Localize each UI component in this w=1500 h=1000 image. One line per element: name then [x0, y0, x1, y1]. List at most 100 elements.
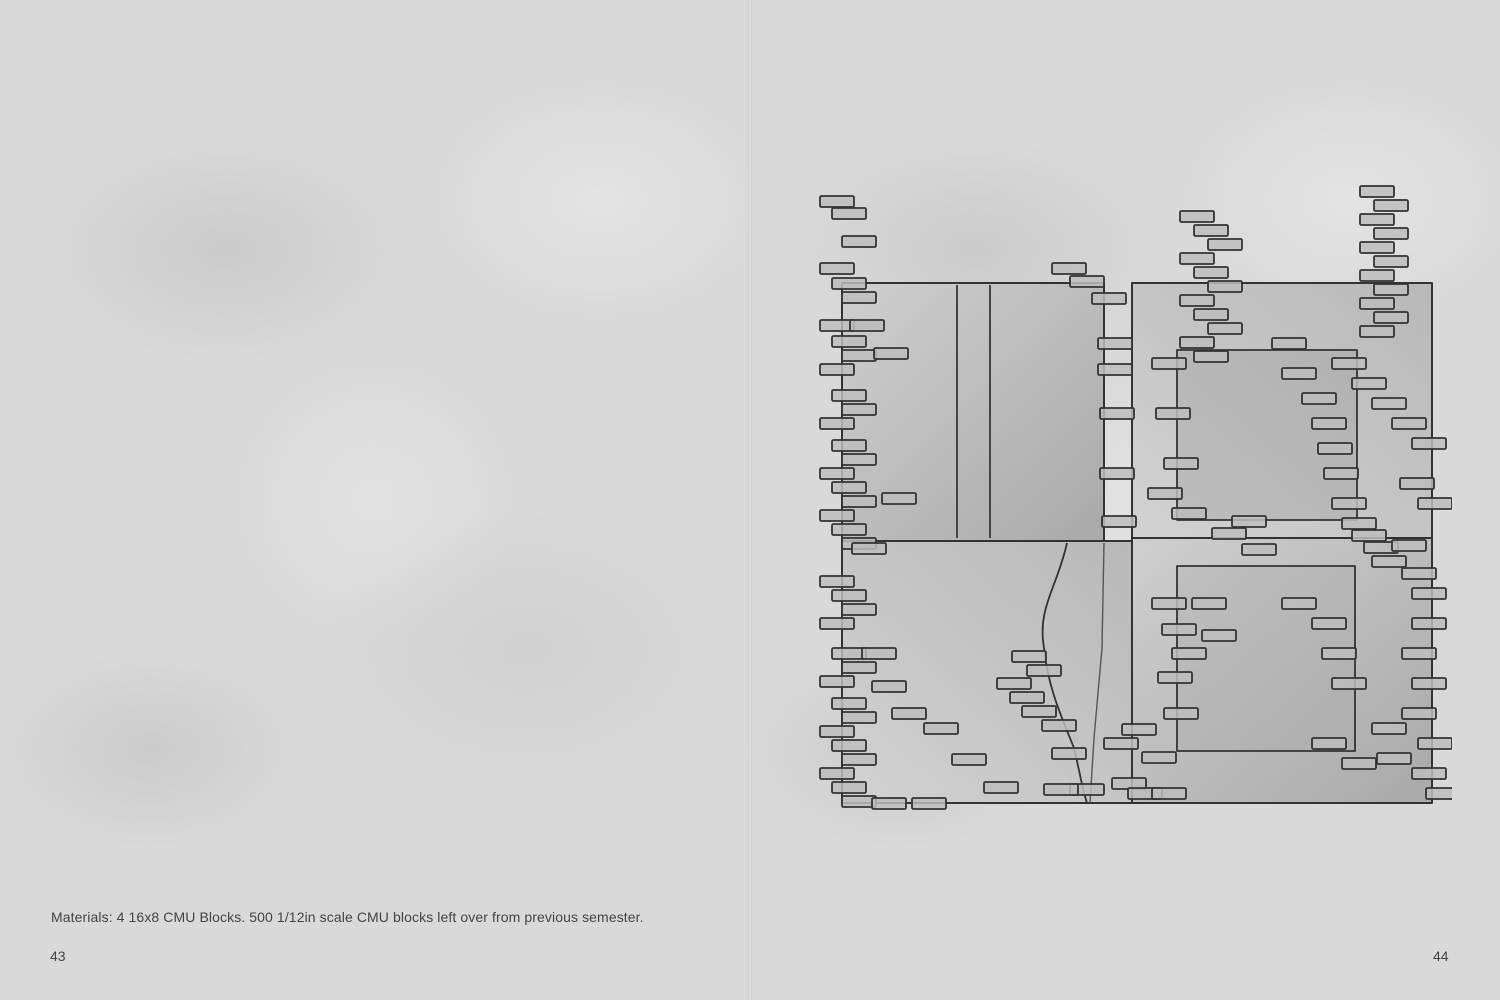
small-cmu-block [983, 781, 1019, 794]
small-cmu-block [841, 603, 877, 616]
small-cmu-block [819, 467, 855, 480]
small-cmu-block [841, 453, 877, 466]
small-cmu-block [1317, 442, 1353, 455]
small-cmu-block [841, 753, 877, 766]
small-cmu-block [1391, 417, 1427, 430]
small-cmu-block [1359, 325, 1395, 338]
small-cmu-block [819, 675, 855, 688]
small-cmu-block [1371, 397, 1407, 410]
small-cmu-block [1151, 597, 1187, 610]
small-cmu-block [841, 291, 877, 304]
small-cmu-block [1411, 587, 1447, 600]
small-cmu-block [819, 417, 855, 430]
small-cmu-block [1121, 723, 1157, 736]
small-cmu-block [831, 647, 867, 660]
right-page: 44 [750, 0, 1500, 1000]
small-cmu-block [1179, 336, 1215, 349]
crack-line [1089, 542, 1105, 804]
small-cmu-block [1331, 677, 1367, 690]
small-cmu-block [1411, 437, 1447, 450]
small-cmu-block [1193, 266, 1229, 279]
small-cmu-block [841, 495, 877, 508]
small-cmu-block [1281, 597, 1317, 610]
small-cmu-block [841, 235, 877, 248]
small-cmu-block [1193, 350, 1229, 363]
large-cmu-block [841, 540, 1133, 804]
small-cmu-block [1311, 737, 1347, 750]
small-cmu-block [1359, 185, 1395, 198]
small-cmu-block [1411, 617, 1447, 630]
small-cmu-block [1009, 691, 1045, 704]
small-cmu-block [1201, 629, 1237, 642]
small-cmu-block [841, 349, 877, 362]
small-cmu-block [841, 661, 877, 674]
small-cmu-block [819, 319, 855, 332]
small-cmu-block [831, 277, 867, 290]
small-cmu-block [819, 767, 855, 780]
small-cmu-block [1401, 707, 1437, 720]
small-cmu-block [831, 335, 867, 348]
small-cmu-block [1311, 417, 1347, 430]
small-cmu-block [1321, 647, 1357, 660]
small-cmu-block [1417, 497, 1452, 510]
small-cmu-block [1411, 677, 1447, 690]
small-cmu-block [819, 509, 855, 522]
small-cmu-block [1157, 671, 1193, 684]
crack-line [1041, 542, 1088, 804]
small-cmu-block [819, 575, 855, 588]
small-cmu-block [1391, 539, 1427, 552]
small-cmu-block [831, 439, 867, 452]
small-cmu-block [849, 319, 885, 332]
small-cmu-block [1179, 210, 1215, 223]
small-cmu-block [1341, 757, 1377, 770]
small-cmu-block [1373, 255, 1409, 268]
book-spine [748, 0, 752, 1000]
small-cmu-block [831, 523, 867, 536]
small-cmu-block [873, 347, 909, 360]
small-cmu-block [831, 481, 867, 494]
small-cmu-block [1191, 597, 1227, 610]
small-cmu-block [1026, 664, 1062, 677]
small-cmu-block [1359, 297, 1395, 310]
small-cmu-block [1021, 705, 1057, 718]
small-cmu-block [1323, 467, 1359, 480]
small-cmu-block [1359, 241, 1395, 254]
small-cmu-block [819, 195, 855, 208]
small-cmu-block [819, 262, 855, 275]
small-cmu-block [831, 781, 867, 794]
small-cmu-block [1155, 407, 1191, 420]
block-core-outline [1176, 349, 1358, 521]
small-cmu-block [923, 722, 959, 735]
small-cmu-block [1043, 783, 1079, 796]
small-cmu-block [1331, 357, 1367, 370]
small-cmu-block [1341, 517, 1377, 530]
small-cmu-block [1193, 308, 1229, 321]
small-cmu-block [1207, 238, 1243, 251]
small-cmu-block [1207, 280, 1243, 293]
small-cmu-block [1099, 407, 1135, 420]
small-cmu-block [996, 677, 1032, 690]
small-cmu-block [1371, 555, 1407, 568]
small-cmu-block [1141, 751, 1177, 764]
small-cmu-block [1373, 227, 1409, 240]
small-cmu-block [1147, 487, 1183, 500]
small-cmu-block [1179, 294, 1215, 307]
small-cmu-block [1281, 367, 1317, 380]
cmu-blocks-group [819, 185, 1452, 810]
small-cmu-block [1351, 529, 1387, 542]
small-cmu-block [819, 363, 855, 376]
cmu-block-ink-drawing [819, 185, 1452, 810]
page-number-left: 43 [50, 948, 66, 964]
small-cmu-block [1163, 707, 1199, 720]
small-cmu-block [1151, 787, 1187, 800]
small-cmu-block [1425, 787, 1452, 800]
small-cmu-block [1373, 199, 1409, 212]
materials-caption: Materials: 4 16x8 CMU Blocks. 500 1/12in… [51, 909, 644, 925]
small-cmu-block [871, 680, 907, 693]
small-cmu-block [881, 492, 917, 505]
small-cmu-block [1163, 457, 1199, 470]
small-cmu-block [1231, 515, 1267, 528]
small-cmu-block [1371, 722, 1407, 735]
small-cmu-block [1193, 224, 1229, 237]
small-cmu-block [1401, 647, 1437, 660]
